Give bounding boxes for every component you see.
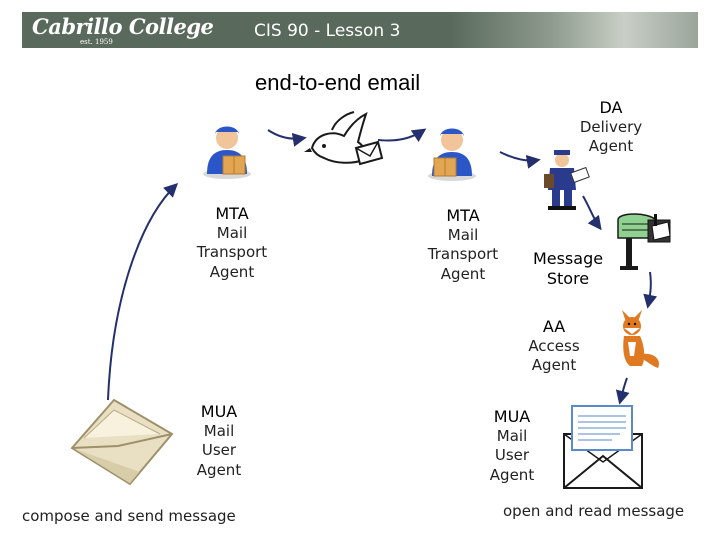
arrow-mua-to-mta (107, 183, 179, 401)
caption-compose: compose and send message (22, 507, 236, 525)
label-abbr: MUA (493, 407, 531, 426)
label-line: Mail (496, 426, 528, 445)
label-line: Delivery (579, 117, 643, 136)
caption-read: open and read message (503, 502, 685, 520)
label-line: Agent (196, 460, 242, 479)
label-line: Transport (196, 243, 268, 261)
label-line: Agent (588, 137, 634, 155)
label-mail-transport-agent-1: MTA Mail Transport Agent (188, 204, 276, 282)
arrow-mta-to-bird (267, 129, 307, 147)
label-line: Mail (447, 225, 479, 244)
college-logo: Cabrillo College (32, 14, 214, 39)
arrow-da-to-store (582, 195, 602, 231)
label-line: Mail (203, 421, 235, 440)
label-abbr: MTA (215, 204, 249, 223)
label-mail-user-agent-1: MUA Mail User Agent (184, 402, 254, 480)
arrow-mta-to-da (499, 151, 541, 169)
mailbox-icon (617, 213, 671, 270)
label-line: Agent (531, 356, 577, 374)
arrow-aa-to-mua (615, 377, 630, 405)
label-line: User (201, 441, 237, 459)
label-abbr: MTA (446, 206, 480, 225)
mail-transport-agent-icon (203, 126, 251, 179)
letter-icon (563, 405, 643, 489)
arrow-store-to-aa (643, 271, 658, 309)
label-line: Agent (209, 262, 255, 281)
label-delivery-agent: DA Delivery Agent (570, 98, 652, 157)
page-title: end-to-end email (255, 70, 421, 95)
label-line: Store (546, 268, 590, 288)
mail-carrier-icon (544, 150, 590, 210)
label-line: User (494, 446, 530, 464)
label-message-store: Message Store (522, 249, 614, 288)
label-abbr: AA (542, 317, 566, 336)
label-abbr: MUA (200, 402, 238, 421)
header-title: CIS 90 - Lesson 3 (254, 21, 401, 41)
label-access-agent: AA Access Agent (516, 317, 592, 376)
fox-icon (622, 310, 660, 368)
label-line: Agent (440, 264, 486, 283)
label-abbr: DA (599, 98, 623, 117)
label-line: Mail (216, 223, 248, 242)
label-mail-user-agent-2: MUA Mail User Agent (476, 407, 548, 485)
arrow-bird-to-mta (377, 128, 427, 143)
header-banner: Cabrillo College est. 1959 CIS 90 - Less… (22, 12, 698, 48)
envelope-icon (70, 398, 174, 486)
flying-bird-icon (304, 111, 384, 166)
label-line: Access (528, 336, 580, 355)
mail-transport-agent-icon (428, 128, 476, 181)
label-line: Message (532, 249, 604, 268)
label-line: Transport (427, 245, 499, 263)
label-mail-transport-agent-2: MTA Mail Transport Agent (419, 206, 507, 284)
college-logo-est: est. 1959 (80, 38, 113, 46)
header-photo (452, 12, 698, 48)
label-line: Agent (489, 465, 535, 484)
